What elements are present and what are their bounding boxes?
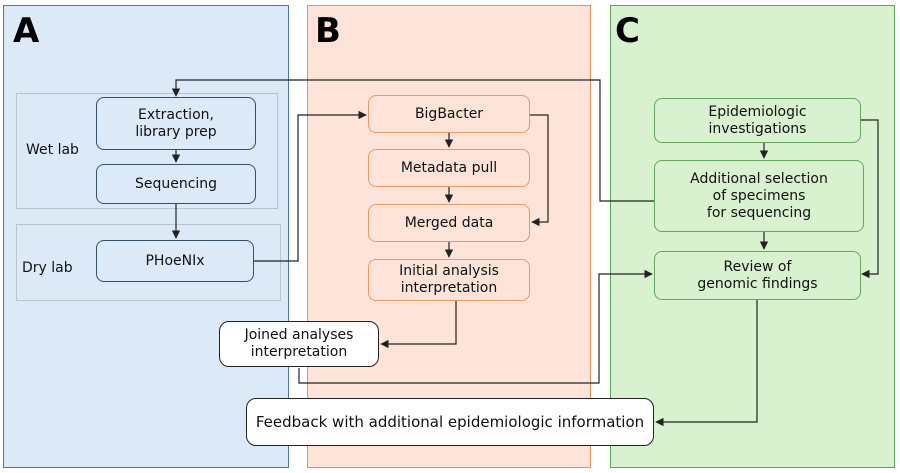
arrow-initial-to-joined [380,301,457,349]
epidemiologic-investigations-node: Epidemiologic investigations [654,98,861,143]
wet-lab-group [16,93,278,209]
panel-a [3,5,289,468]
arrow-phoenix-to-bigbacter [254,110,367,262]
extraction-node: Extraction, library prep [96,97,256,150]
arrow-epi-to-review [861,119,879,279]
panel-c-label: C [615,11,640,51]
wet-lab-label: Wet lab [26,142,79,158]
arrow-bigbacter-to-merged [530,114,549,227]
dry-lab-label: Dry lab [22,260,73,276]
initial-analysis-node: Initial analysis interpretation [368,259,530,301]
feedback-node: Feedback with additional epidemiologic i… [246,398,654,446]
review-findings-node: Review of genomic findings [654,251,861,300]
panel-c [610,5,895,468]
panel-b-label: B [315,11,341,51]
phoenix-node: PHoeNIx [96,240,254,282]
arrow-joined-to-review [298,269,653,384]
arrow-review-to-feedback [655,300,758,427]
metadata-pull-node: Metadata pull [368,149,530,187]
sequencing-node: Sequencing [96,164,256,204]
joined-analyses-node: Joined analyses interpretation [219,321,379,367]
arrow-additional-to-extraction [171,79,654,202]
dry-lab-group [16,224,281,301]
merged-data-node: Merged data [368,204,530,242]
additional-selection-node: Additional selection of specimens for se… [654,160,864,232]
panel-a-label: A [13,11,40,51]
bigbacter-node: BigBacter [368,95,530,133]
